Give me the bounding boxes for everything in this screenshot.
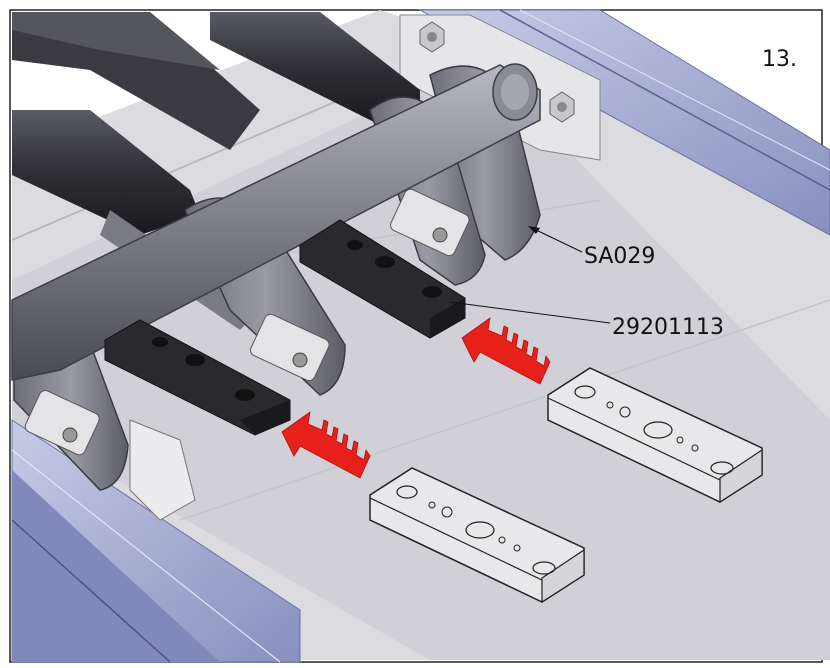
clevis-clamp: [24, 390, 100, 456]
clevis-clamp: [390, 188, 470, 257]
upper-frame-face: [12, 12, 220, 70]
bracket-plate: [129, 419, 196, 521]
nut-icon: [549, 91, 575, 123]
loose-wear-pad: [369, 467, 585, 604]
rail-edge: [519, 9, 830, 171]
callout-sa029: SA029: [584, 244, 655, 269]
callout-29201113: 29201113: [612, 315, 724, 340]
left-rail-lower: [12, 470, 220, 662]
loose-wear-pad: [547, 367, 763, 504]
leader-line-sa029: [531, 227, 583, 253]
hydraulic-cylinder: [12, 110, 200, 235]
installed-wear-pad: [299, 219, 466, 339]
rail-edge: [11, 449, 281, 663]
hydraulic-cylinder: [210, 12, 420, 125]
rail-edge: [11, 519, 171, 663]
nut-icon: [419, 21, 445, 53]
insert-arrow-icon: [461, 317, 551, 385]
insert-arrow-icon: [281, 411, 371, 479]
leader-arrowhead: [528, 226, 540, 234]
upper-frame: [12, 12, 260, 150]
clevis-clamp: [250, 313, 330, 382]
rail-edge: [499, 9, 830, 191]
main-shaft: [11, 63, 541, 381]
step-number: 13.: [762, 47, 797, 72]
floor-groove-line: [179, 299, 830, 521]
leader-line-29201113: [449, 301, 611, 324]
installed-wear-pad: [104, 319, 291, 436]
